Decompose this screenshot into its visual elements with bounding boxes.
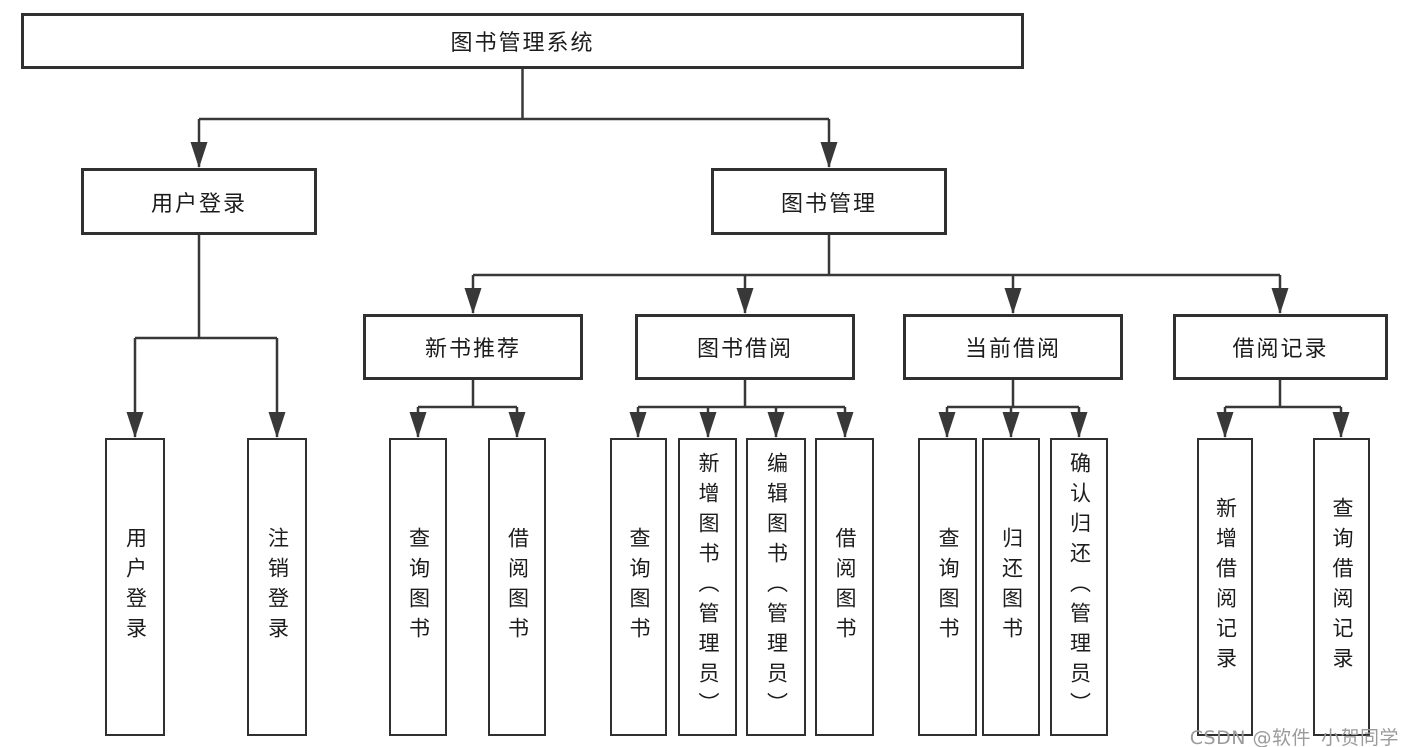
- leaf-current-query-books: 查询图书: [918, 438, 977, 736]
- leaf-user-login: 用户登录: [105, 438, 165, 736]
- csdn-watermark: CSDN @软件_小贺同学: [1189, 727, 1399, 747]
- leaf-current-confirm-return-admin: 确认归还（管理员）: [1050, 438, 1108, 736]
- node-root-system: 图书管理系统: [21, 13, 1024, 69]
- leaf-recommend-borrow-books: 借阅图书: [488, 438, 546, 736]
- node-book-management-branch: 图书管理: [711, 168, 947, 235]
- leaf-current-return-books: 归还图书: [982, 438, 1040, 736]
- node-borrow-records: 借阅记录: [1173, 314, 1388, 380]
- leaf-borrowing-query-books: 查询图书: [610, 438, 667, 736]
- node-book-borrowing: 图书借阅: [635, 314, 855, 380]
- node-new-book-recommend: 新书推荐: [363, 314, 583, 380]
- node-user-login-branch: 用户登录: [81, 168, 317, 235]
- leaf-borrowing-add-books-admin: 新增图书（管理员）: [678, 438, 737, 736]
- leaf-records-query-record: 查询借阅记录: [1313, 438, 1370, 736]
- leaf-recommend-query-books: 查询图书: [389, 438, 447, 736]
- leaf-logout: 注销登录: [247, 438, 307, 736]
- leaf-borrowing-edit-books-admin: 编辑图书（管理员）: [746, 438, 806, 736]
- leaf-borrowing-borrow-books: 借阅图书: [815, 438, 874, 736]
- node-current-borrowing: 当前借阅: [903, 314, 1123, 380]
- leaf-records-add-record: 新增借阅记录: [1197, 438, 1253, 736]
